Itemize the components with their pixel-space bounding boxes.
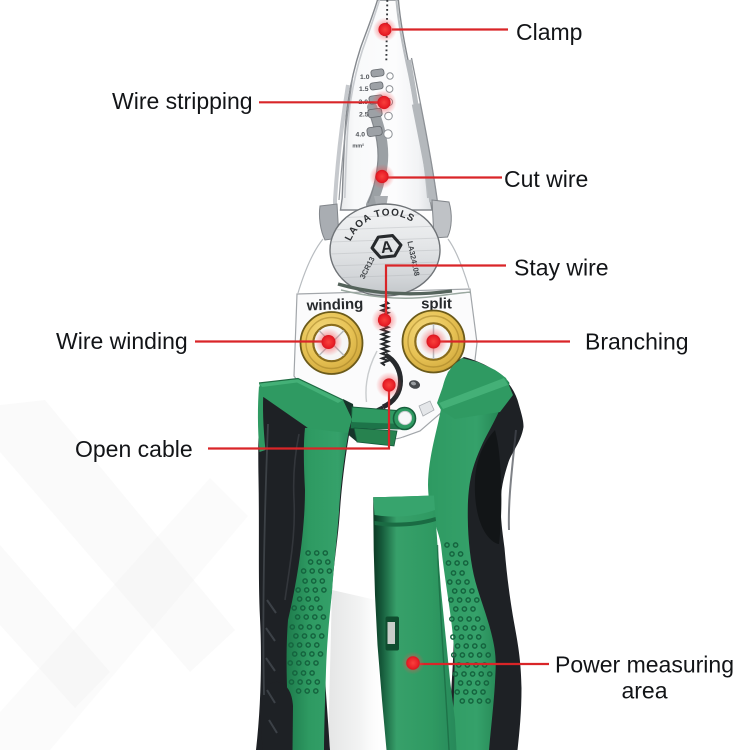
svg-text:A: A <box>380 238 394 257</box>
svg-text:Stay wire: Stay wire <box>514 255 609 281</box>
svg-text:4.0: 4.0 <box>356 132 366 139</box>
svg-text:winding: winding <box>305 296 363 315</box>
svg-text:split: split <box>421 296 452 313</box>
svg-text:Open cable: Open cable <box>75 436 193 462</box>
svg-text:Power measuring: Power measuring <box>555 652 734 678</box>
svg-text:Clamp: Clamp <box>516 19 582 45</box>
svg-text:Wire winding: Wire winding <box>56 328 188 354</box>
svg-text:Cut wire: Cut wire <box>504 166 588 192</box>
svg-text:Branching: Branching <box>585 329 689 355</box>
svg-text:Wire stripping: Wire stripping <box>112 88 253 114</box>
svg-text:area: area <box>621 678 667 704</box>
svg-text:1.0: 1.0 <box>360 74 370 81</box>
svg-text:1.5: 1.5 <box>359 86 369 93</box>
svg-text:mm²: mm² <box>352 143 364 150</box>
svg-text:2.5: 2.5 <box>359 112 369 119</box>
